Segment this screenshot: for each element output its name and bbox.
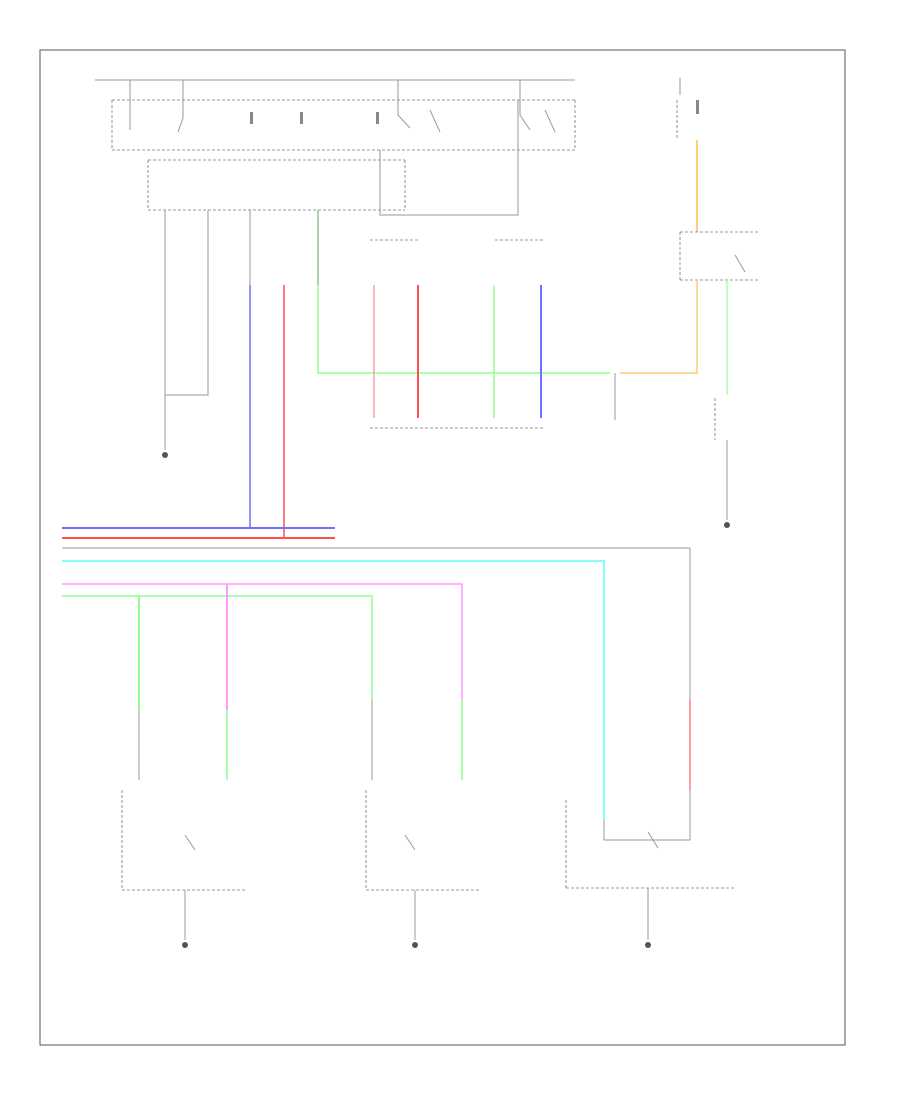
fuse-2	[300, 112, 303, 124]
middle-harness	[162, 210, 610, 538]
switch-module	[370, 239, 616, 429]
bus-magenta-wire	[62, 583, 463, 700]
ground-point-left	[162, 452, 168, 458]
ground-point-right	[724, 522, 730, 528]
module-drops	[138, 584, 691, 790]
module-center	[365, 790, 480, 948]
module-left-switch	[184, 834, 196, 851]
relay-switch-arm-2	[429, 109, 441, 133]
ground-point-module-right	[645, 942, 651, 948]
harness-bus	[62, 527, 691, 820]
right-relay-block	[620, 78, 760, 528]
orange-junction-wire	[620, 280, 698, 374]
relay-switch-arm-3	[544, 109, 556, 133]
ground-point-module-left	[182, 942, 188, 948]
relay-contact-2	[397, 80, 411, 129]
module-right-loop	[603, 790, 691, 841]
fuse-3	[376, 112, 379, 124]
module-center-switch	[404, 834, 416, 851]
diagram-frame	[39, 49, 846, 1046]
bus-green-wire	[62, 595, 373, 700]
relay-contact-3	[519, 80, 531, 131]
fuse-1	[250, 112, 253, 124]
relay-return-wire	[379, 100, 519, 216]
module-right	[565, 790, 735, 948]
right-relay-switch-arm	[734, 254, 746, 273]
power-supply-block	[95, 79, 576, 216]
green-horizontal-wire	[317, 210, 610, 374]
ground-point-module-center	[412, 942, 418, 948]
module-right-switch	[647, 831, 659, 849]
bus-cyan-wire	[62, 560, 605, 820]
module-left	[121, 790, 245, 948]
black-ground-loop	[164, 210, 209, 396]
relay-contact-1	[177, 80, 184, 133]
right-fuse	[696, 100, 699, 114]
